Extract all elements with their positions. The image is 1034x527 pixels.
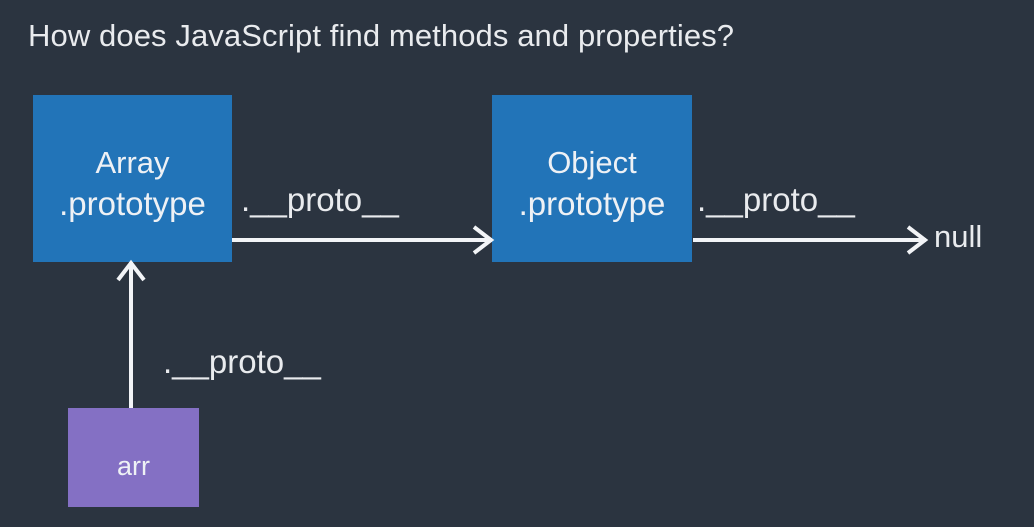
arrow-arr-to-array-icon [116,259,146,408]
node-object-prototype-line1: Object [547,144,637,180]
page-title: How does JavaScript find methods and pro… [28,18,735,53]
terminal-null-label: null [934,219,983,254]
arrow-array-to-object-icon [232,225,495,255]
node-object-prototype-line2: .prototype [518,184,666,222]
node-array-prototype-line2: .prototype [59,184,206,222]
arrow-object-to-null-icon [693,225,929,255]
node-object-prototype: Object .prototype [492,95,692,262]
edge-label-array-to-object: .__proto__ [241,181,399,218]
edge-label-arr-to-array: .__proto__ [163,343,321,380]
node-arr-label: arr [117,450,150,481]
node-array-prototype-line1: Array [95,144,170,180]
node-arr: arr [68,408,199,507]
node-array-prototype: Array .prototype [33,95,232,262]
edge-label-object-to-null: .__proto__ [697,181,855,218]
